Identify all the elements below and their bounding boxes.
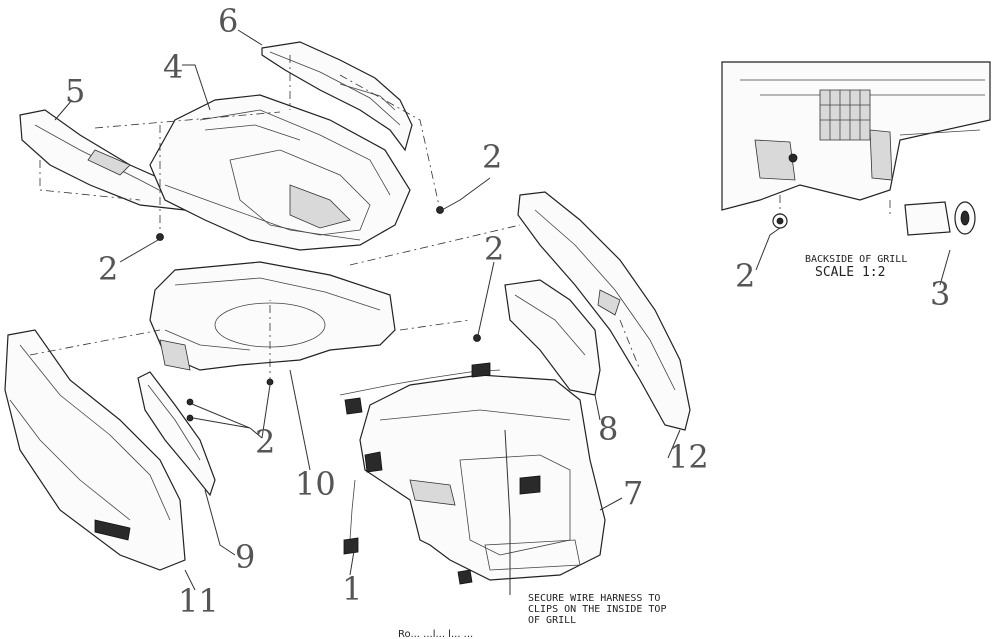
callout-2-top-right: 2 [482,138,502,176]
leader-lines [54,29,951,595]
callout-11: 11 [178,582,219,620]
callout-1: 1 [342,570,362,608]
part-4-hood [149,94,411,251]
callout-3: 3 [930,275,950,313]
callout-6: 6 [218,2,238,40]
callout-5: 5 [65,72,85,110]
callout-7: 7 [623,474,643,512]
fasteners [156,206,481,422]
part-12-fender [517,191,691,431]
callout-4: 4 [163,48,183,86]
callout-12: 12 [668,438,709,476]
wire-harness-note-line-3: OF GRILL [528,615,576,626]
callout-2-detail: 2 [735,257,755,295]
callout-8: 8 [598,410,618,448]
callout-10: 10 [295,465,336,503]
part-9-bracket [137,371,216,497]
footer-text: Ro... ...l... l... ... [398,629,473,639]
callout-9: 9 [235,538,255,576]
callout-2-center: 2 [484,230,504,268]
detail-scale: SCALE 1:2 [815,265,885,280]
detail-backside-of-grill [721,61,991,236]
wire-harness-note-line-2: CLIPS ON THE INSIDE TOP [528,604,666,615]
part-11-bumper [4,329,186,571]
assembly-lines [29,55,641,385]
detail-title: BACKSIDE OF GRILL [805,254,907,265]
callout-2-lower: 2 [255,423,275,461]
callout-2-left: 2 [98,250,118,288]
part-8-inner-panel [504,279,601,396]
part-10-frame [149,261,396,371]
wire-harness-note-line-1: SECURE WIRE HARNESS TO [528,593,660,604]
part-6-spoiler [261,41,413,152]
part-7-grill [359,374,606,585]
